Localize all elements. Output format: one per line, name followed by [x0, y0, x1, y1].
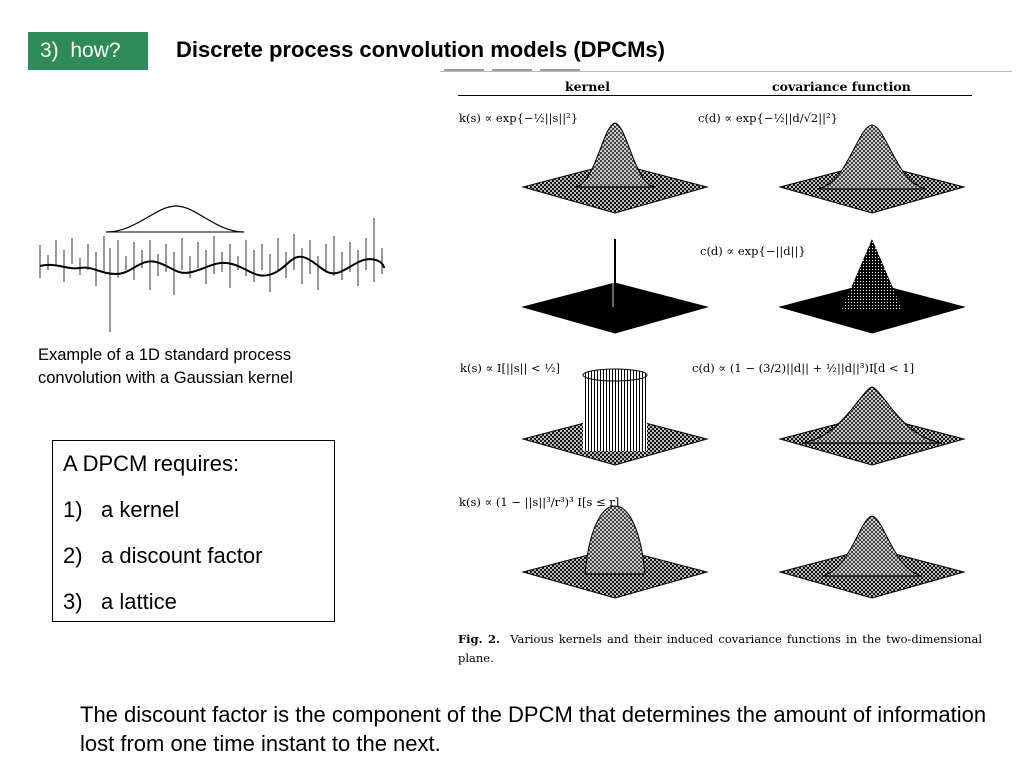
requirement-number: 3) — [63, 589, 83, 614]
formula-row3-covariance: c(d) ∝ (1 − (3/2)||d|| + ½||d||³)I[d < 1… — [692, 361, 915, 375]
slide-title: Discrete process convolution models (DPC… — [176, 37, 665, 62]
figure-rule-segment — [540, 69, 580, 71]
requirement-text: a lattice — [101, 589, 177, 614]
section-badge: 3) how? — [28, 32, 148, 70]
requirement-item: 2) a discount factor — [63, 541, 324, 571]
impulse-spikes — [39, 218, 383, 332]
figure-header-kernel: kernel — [565, 79, 610, 94]
formula-row4-kernel: k(s) ∝ (1 − ||s||³/r³)³ I[s ≤ r] — [459, 495, 620, 509]
figure-caption-text: Various kernels and their induced covari… — [458, 632, 982, 665]
requirements-box: A DPCM requires: 1) a kernel 2) a discou… — [52, 440, 335, 622]
requirement-number: 1) — [63, 497, 83, 522]
formula-row3-kernel: k(s) ∝ I[||s|| < ½] — [460, 361, 560, 375]
figure-top-rule — [440, 71, 1012, 72]
surface-bisquare-covariance — [778, 515, 966, 599]
requirement-text: a discount factor — [101, 543, 263, 568]
process-convolution-1d-illustration — [39, 205, 385, 332]
illustration-caption: Example of a 1D standard process convolu… — [38, 346, 293, 387]
figure-rule-segment — [492, 69, 532, 71]
surface-bisquare-kernel — [521, 505, 709, 599]
surface-exponential-covariance — [778, 239, 966, 334]
formula-row1-covariance: c(d) ∝ exp{−½||d/√2||²} — [698, 111, 838, 125]
requirement-number: 2) — [63, 543, 83, 568]
surface-cylinder-kernel — [521, 368, 709, 466]
surface-spherical-covariance — [778, 386, 966, 466]
formula-row2-covariance: c(d) ∝ exp{−||d||} — [700, 244, 806, 258]
figure-header-rule — [458, 95, 972, 96]
requirement-text: a kernel — [101, 497, 180, 522]
gaussian-kernel-curve — [105, 205, 245, 233]
surface-gaussian-covariance — [778, 124, 966, 214]
formula-row1-kernel: k(s) ∝ exp{−½||s||²} — [459, 111, 579, 125]
convolved-process-curve — [39, 255, 385, 277]
requirement-item: 3) a lattice — [63, 587, 324, 617]
figure-caption-label: Fig. 2. — [458, 632, 501, 646]
discount-factor-explanation: The discount factor is the component of … — [80, 702, 987, 756]
figure-caption: Fig. 2. Various kernels and their induce… — [458, 630, 982, 668]
requirement-item: 1) a kernel — [63, 495, 324, 525]
requirements-heading: A DPCM requires: — [63, 451, 240, 476]
surface-gaussian-kernel — [521, 122, 709, 214]
figure-header-covariance: covariance function — [772, 79, 911, 94]
surface-delta-kernel — [521, 239, 709, 334]
figure-rule-segment — [444, 69, 484, 71]
